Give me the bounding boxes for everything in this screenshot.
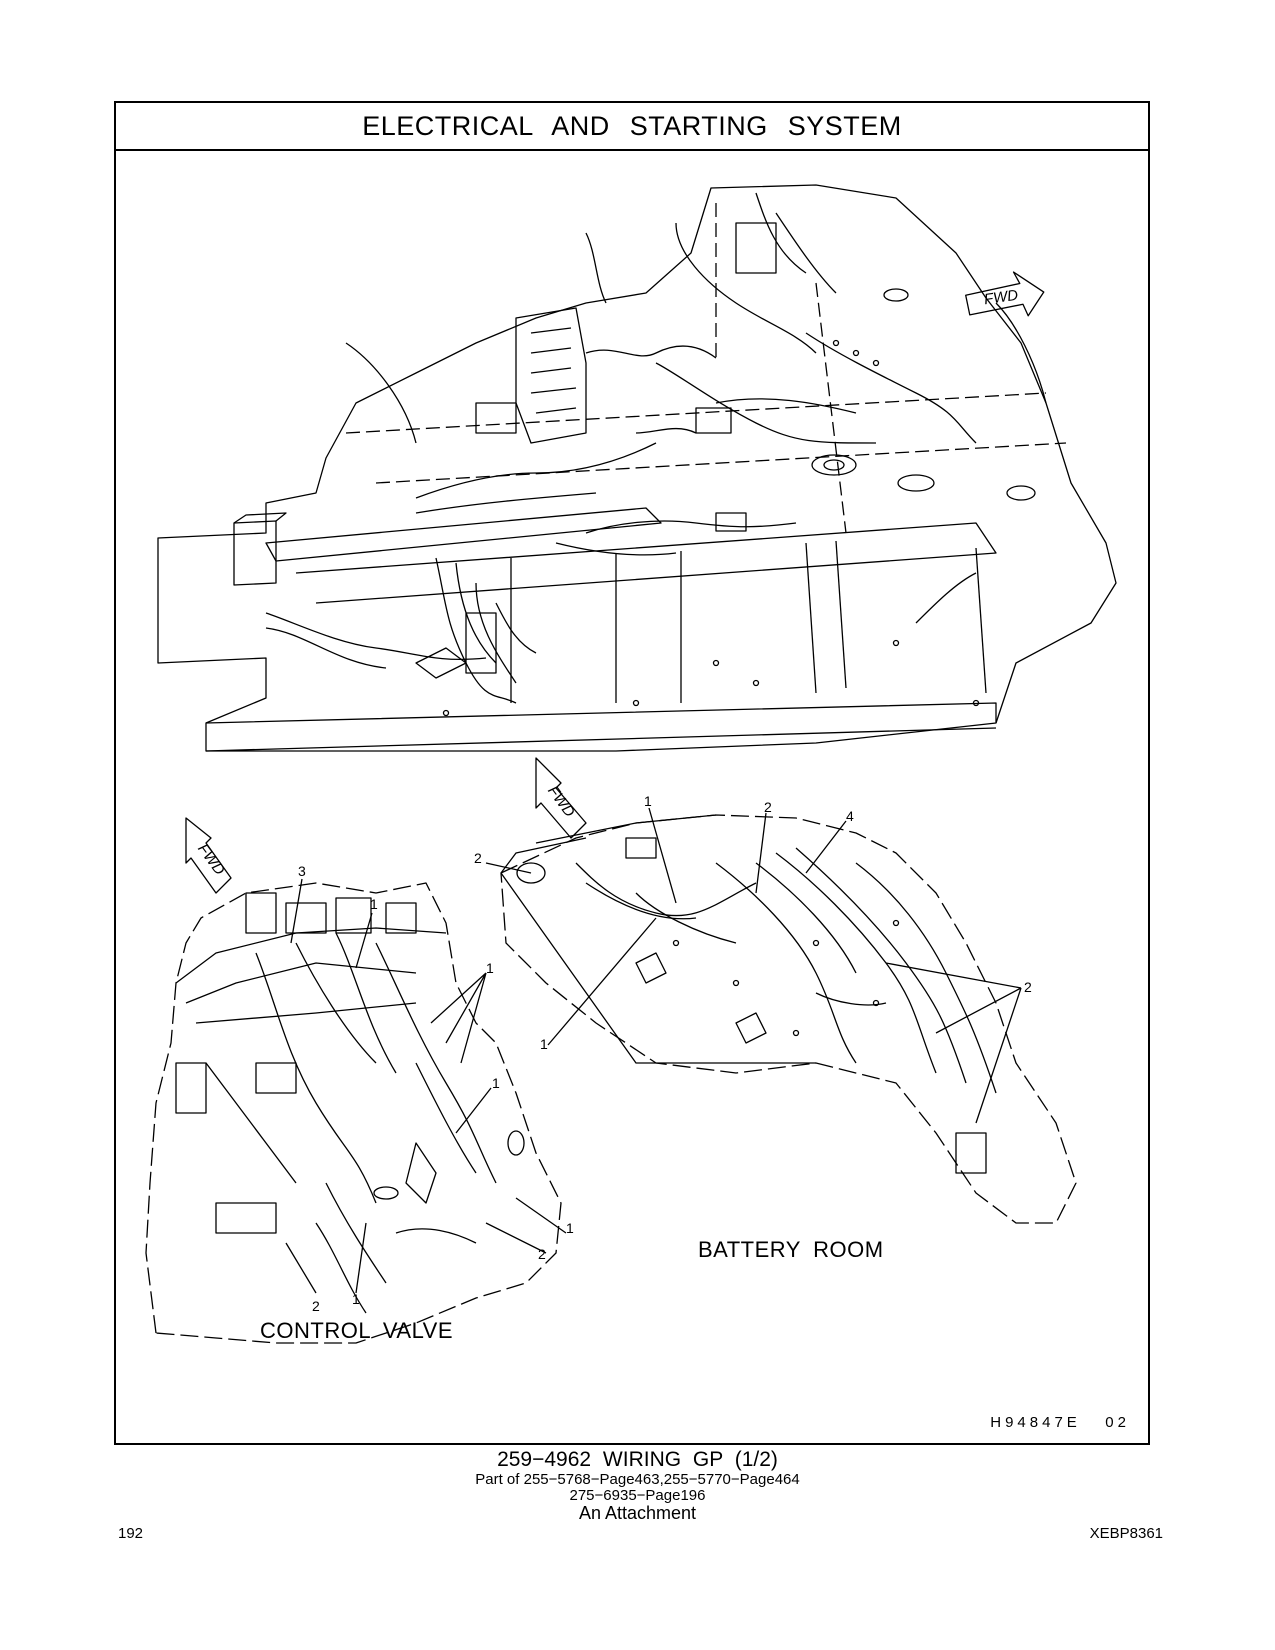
callout-number: 1 <box>370 896 378 912</box>
document-id: XEBP8361 <box>1089 1525 1163 1542</box>
machine-frame-view <box>157 184 1117 752</box>
control-valve-label: CONTROL VALVE <box>260 1318 454 1343</box>
page-title: ELECTRICAL AND STARTING SYSTEM <box>362 110 902 141</box>
caption-part-of: Part of 255−5768−Page463,255−5770−Page46… <box>475 1471 800 1488</box>
callout-number: 1 <box>486 960 494 976</box>
callout-number: 1 <box>492 1075 500 1091</box>
control-valve-view <box>145 878 567 1344</box>
illustration-frame: ELECTRICAL AND STARTING SYSTEM <box>114 101 1150 1445</box>
figure-caption: 259−4962 WIRING GP (1/2) Part of 255−576… <box>0 1448 1275 1522</box>
callout-number: 2 <box>474 850 482 866</box>
callout-number: 1 <box>566 1220 574 1236</box>
fwd-arrow-top <box>965 271 1045 317</box>
callout-number: 1 <box>644 793 652 809</box>
page-number: 192 <box>118 1525 144 1542</box>
battery-room-label: BATTERY ROOM <box>698 1237 884 1262</box>
callout-number: 4 <box>846 808 854 824</box>
callout-number: 2 <box>312 1298 320 1314</box>
title-bar: ELECTRICAL AND STARTING SYSTEM <box>116 103 1148 151</box>
callout-number: 2 <box>538 1246 546 1262</box>
caption-part-number: 259−4962 WIRING GP (1/2) <box>497 1448 778 1471</box>
fwd-arrow-control <box>185 817 232 894</box>
wiring-illustration <box>145 184 1117 1344</box>
callout-number: 2 <box>1024 979 1032 995</box>
callout-number: 1 <box>352 1291 360 1307</box>
callout-number: 2 <box>764 799 772 815</box>
drawing-reference-code: H94847E 02 <box>990 1414 1130 1431</box>
callout-number: 1 <box>540 1036 548 1052</box>
caption-part-ref: 275−6935−Page196 <box>569 1487 706 1504</box>
fwd-arrow-battery <box>535 757 587 839</box>
callout-number: 3 <box>298 863 306 879</box>
battery-room-view <box>485 807 1077 1224</box>
caption-attachment: An Attachment <box>578 1503 697 1523</box>
